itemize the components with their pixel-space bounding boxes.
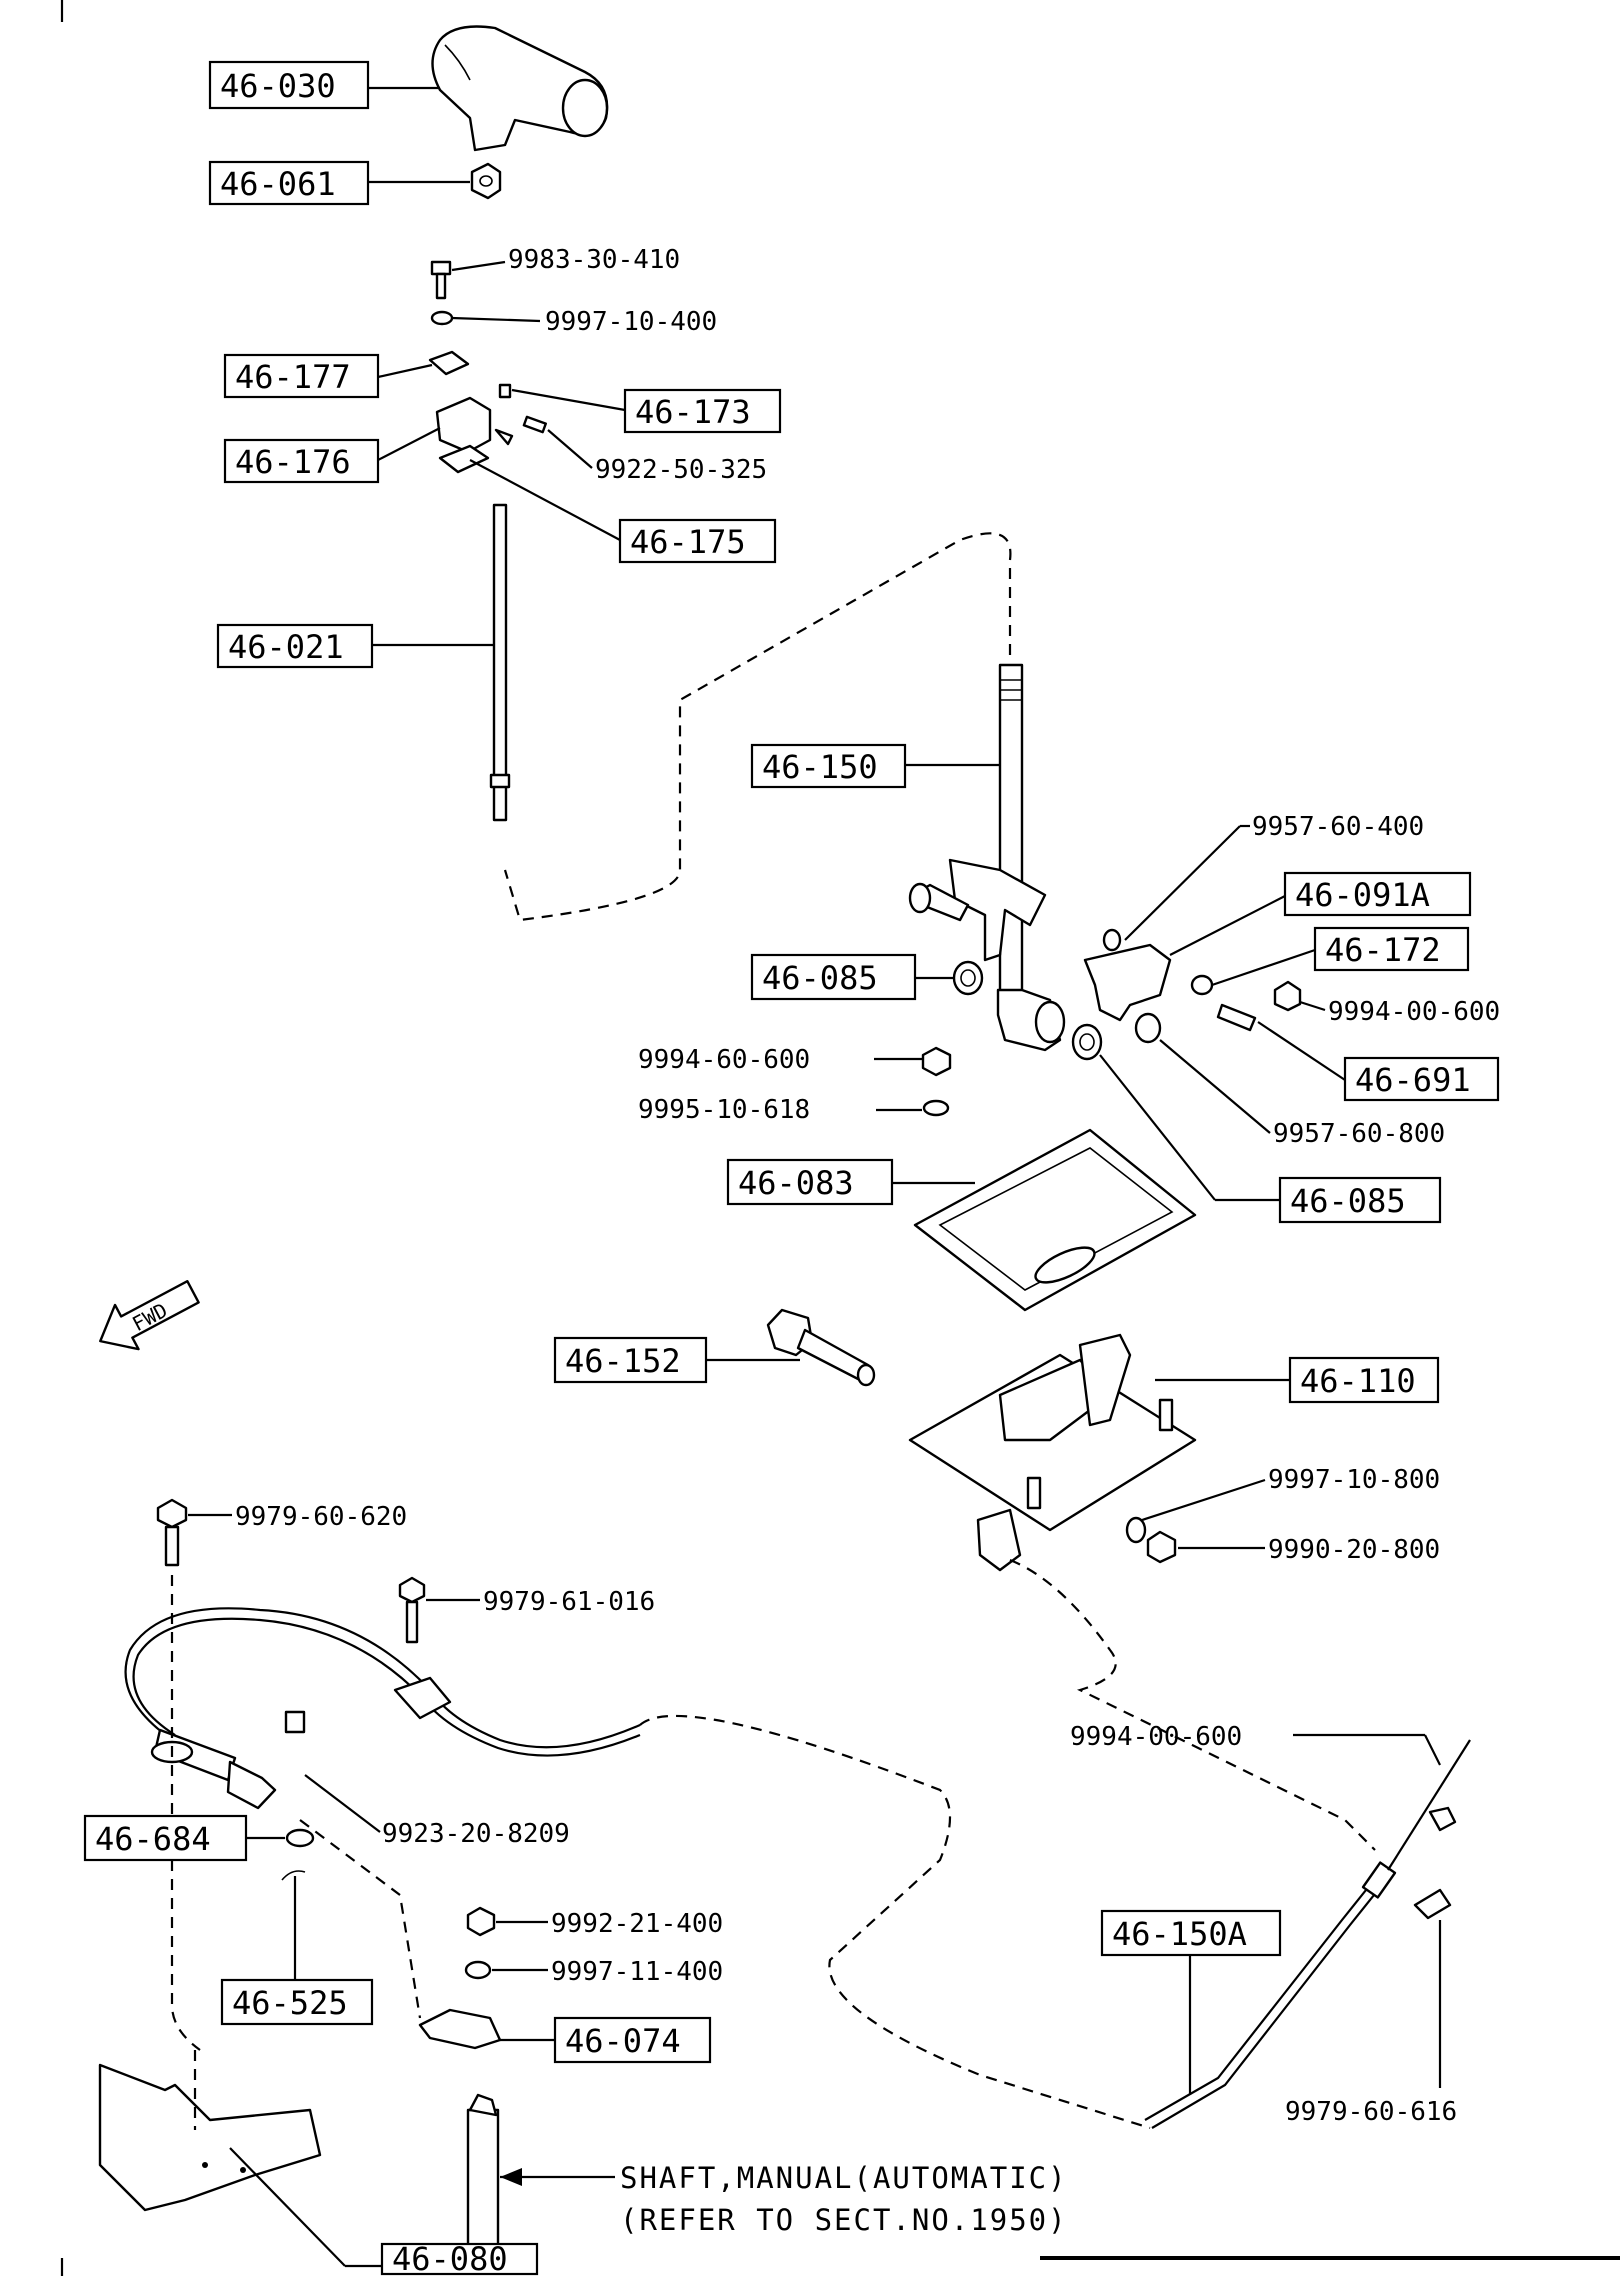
label-9957-60-800[interactable]: 9957-60-800 [1273, 1119, 1445, 1149]
label-46-150[interactable]: 46-150 [750, 743, 907, 789]
fwd-arrow: FWD [99, 1280, 200, 1351]
svg-text:46-080: 46-080 [392, 2240, 508, 2276]
label-9979-60-620[interactable]: 9979-60-620 [235, 1502, 407, 1532]
svg-text:46-150A: 46-150A [1112, 1915, 1247, 1953]
svg-text:46-110: 46-110 [1300, 1362, 1416, 1400]
svg-text:46-085: 46-085 [762, 959, 878, 997]
assembly-dashed-lines [170, 532, 1376, 2130]
lever-091a-drawing [1083, 928, 1172, 1044]
svg-text:46-030: 46-030 [220, 67, 336, 105]
nut-washer-drawing [921, 1046, 952, 1117]
label-46-080[interactable]: 46-080 [380, 2240, 539, 2276]
label-9994-00-600-b[interactable]: 9994-00-600 [1070, 1722, 1242, 1752]
label-46-110[interactable]: 46-110 [1288, 1356, 1440, 1404]
label-9990-20-800[interactable]: 9990-20-800 [1268, 1535, 1440, 1565]
svg-text:46-691: 46-691 [1355, 1061, 1471, 1099]
label-46-176[interactable]: 46-176 [223, 438, 380, 484]
label-9997-10-400[interactable]: 9997-10-400 [545, 307, 717, 337]
label-9994-00-600-a[interactable]: 9994-00-600 [1328, 997, 1500, 1027]
washer-clip-drawing [281, 1828, 315, 1881]
svg-text:46-175: 46-175 [630, 523, 746, 561]
knob-nut-drawing [470, 162, 502, 200]
label-46-091a[interactable]: 46-091A [1283, 871, 1472, 917]
label-46-691[interactable]: 46-691 [1343, 1056, 1500, 1102]
label-46-177[interactable]: 46-177 [223, 353, 380, 399]
control-rod-drawing [1144, 1739, 1471, 2129]
shift-lever-drawing [948, 663, 1066, 1052]
label-46-684[interactable]: 46-684 [83, 1814, 248, 1862]
manual-shaft-drawing [466, 2093, 500, 2262]
label-46-525[interactable]: 46-525 [220, 1978, 374, 2026]
label-9983-30-410[interactable]: 9983-30-410 [508, 245, 680, 275]
joint-parts-drawing [1190, 974, 1302, 1032]
label-9979-61-016[interactable]: 9979-61-016 [483, 1587, 655, 1617]
boot-plate-drawing [913, 1128, 1197, 1312]
svg-text:46-150: 46-150 [762, 748, 878, 786]
label-9979-60-616[interactable]: 9979-60-616 [1285, 2097, 1457, 2127]
note-line-2: (REFER TO SECT.NO.1950) [620, 2203, 1068, 2237]
label-46-083[interactable]: 46-083 [726, 1158, 894, 1206]
label-46-074[interactable]: 46-074 [553, 2016, 712, 2064]
svg-text:46-021: 46-021 [228, 628, 344, 666]
label-46-085-right[interactable]: 46-085 [1278, 1176, 1442, 1224]
small-nut-drawing [464, 1906, 496, 1980]
label-46-175[interactable]: 46-175 [618, 518, 777, 564]
label-9922-50-325[interactable]: 9922-50-325 [595, 455, 767, 485]
label-9997-10-800[interactable]: 9997-10-800 [1268, 1465, 1440, 1495]
label-9994-60-600[interactable]: 9994-60-600 [638, 1045, 810, 1075]
bush-left-drawing [952, 960, 984, 996]
label-9992-21-400[interactable]: 9992-21-400 [551, 1909, 723, 1939]
shift-knob-drawing [431, 25, 609, 152]
bracket-074-drawing [418, 2008, 502, 2050]
svg-text:46-083: 46-083 [738, 1164, 854, 1202]
shifter-base-drawing [908, 1333, 1197, 1572]
rod-drawing [489, 503, 511, 822]
label-46-030[interactable]: 46-030 [208, 60, 370, 110]
svg-text:46-152: 46-152 [565, 1342, 681, 1380]
svg-text:46-176: 46-176 [235, 443, 351, 481]
label-46-085-left[interactable]: 46-085 [750, 953, 917, 1001]
long-bolt-drawing [766, 1308, 876, 1387]
note-line-1: SHAFT,MANUAL(AUTOMATIC) [620, 2161, 1068, 2195]
label-46-150a[interactable]: 46-150A [1100, 1909, 1282, 1957]
plain-labels: 9983-30-410 9997-10-400 9922-50-325 9957… [235, 245, 1500, 2127]
base-nut-drawing [1125, 1516, 1177, 1564]
label-9957-60-400[interactable]: 9957-60-400 [1252, 812, 1424, 842]
label-9923-20-8209[interactable]: 9923-20-8209 [382, 1819, 570, 1849]
label-46-021[interactable]: 46-021 [216, 623, 374, 669]
svg-text:46-091A: 46-091A [1295, 876, 1430, 914]
bracket-080-drawing [98, 2063, 322, 2212]
label-46-172[interactable]: 46-172 [1313, 926, 1470, 972]
label-46-152[interactable]: 46-152 [553, 1336, 708, 1384]
pivot-bolt-drawing [908, 882, 970, 922]
leader-lines [188, 86, 1442, 2268]
shift-cable-drawing [124, 1607, 641, 1810]
svg-text:46-085: 46-085 [1290, 1182, 1406, 1220]
bush-right-drawing [1071, 1023, 1103, 1061]
boxed-labels: 46-030 46-061 46-177 46-173 46-176 46-17… [83, 60, 1500, 2276]
label-46-173[interactable]: 46-173 [623, 388, 782, 434]
svg-text:46-684: 46-684 [95, 1820, 211, 1858]
svg-text:46-525: 46-525 [232, 1984, 348, 2022]
label-9997-11-400[interactable]: 9997-11-400 [551, 1957, 723, 1987]
corner-marks [60, 0, 1620, 2276]
svg-text:46-074: 46-074 [565, 2022, 681, 2060]
label-46-061[interactable]: 46-061 [208, 160, 370, 206]
svg-text:46-061: 46-061 [220, 165, 336, 203]
label-9995-10-618[interactable]: 9995-10-618 [638, 1095, 810, 1125]
lever-plates-drawing [428, 350, 547, 474]
svg-text:46-172: 46-172 [1325, 931, 1441, 969]
bolts-left-drawing [156, 1498, 426, 1644]
svg-text:46-173: 46-173 [635, 393, 751, 431]
svg-text:46-177: 46-177 [235, 358, 351, 396]
top-bolt-drawing [430, 260, 454, 326]
shaft-note: SHAFT,MANUAL(AUTOMATIC) (REFER TO SECT.N… [620, 2161, 1068, 2237]
